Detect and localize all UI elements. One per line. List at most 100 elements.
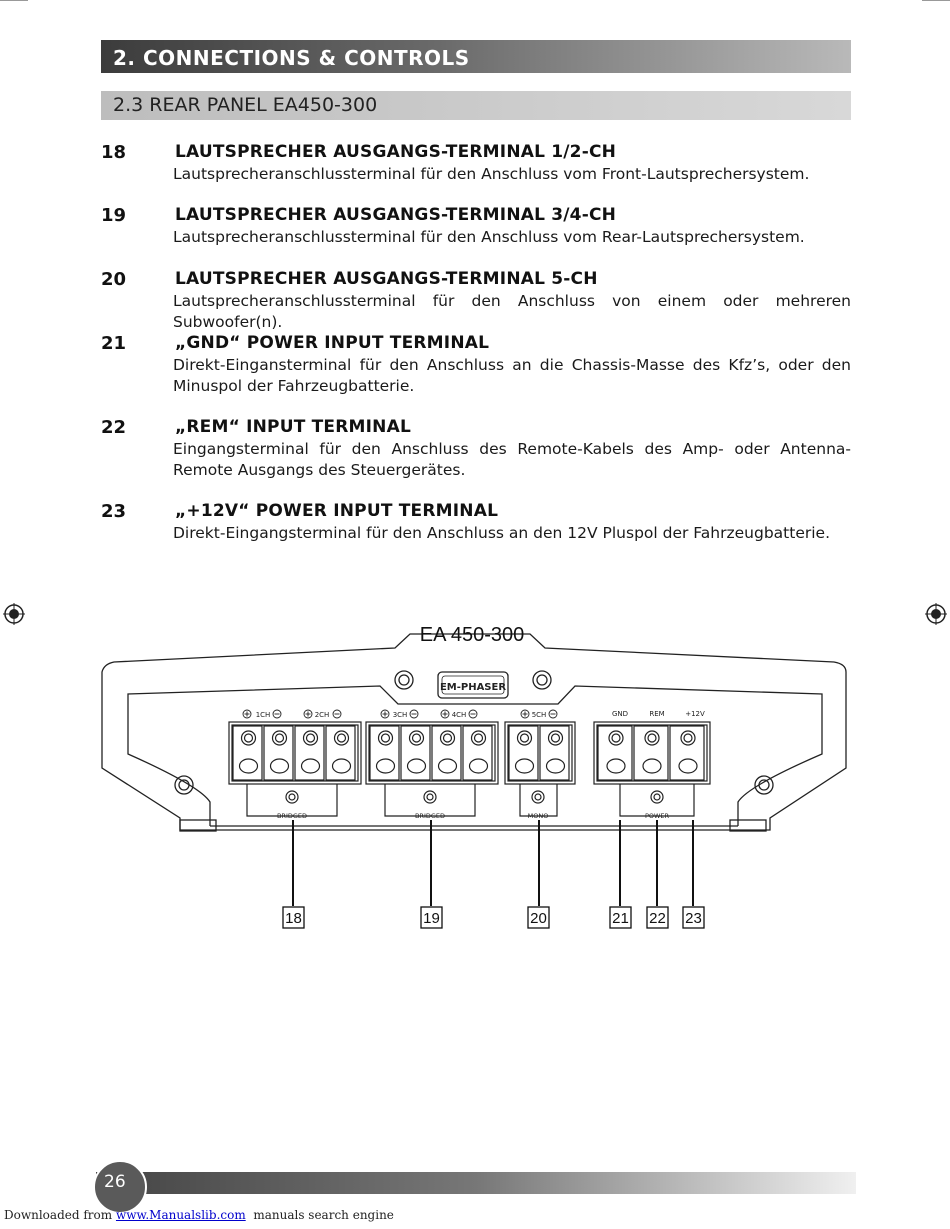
terminal-label-12v: +12V — [685, 710, 705, 718]
bridge-screw-icon — [285, 790, 299, 804]
terminal-screw-icon — [680, 730, 696, 746]
callout-22: 22 — [649, 910, 666, 927]
terminal-screw-icon — [271, 730, 288, 746]
terminal-screw-icon — [608, 730, 624, 746]
minus-icon — [272, 709, 282, 719]
entry-description: Direkt-Eingangsterminal für den Anschlus… — [173, 524, 830, 542]
terminal-slot — [669, 725, 705, 781]
terminal-label-2ch: 2CH — [315, 711, 330, 719]
logo-text: EM-PHASER — [440, 682, 506, 693]
terminal-screw-icon — [333, 730, 350, 746]
terminal-slot — [539, 725, 570, 781]
entry-heading: „GND“ POWER INPUT TERMINAL — [175, 333, 490, 353]
terminal-hole — [406, 758, 427, 774]
terminal-hole — [437, 758, 458, 774]
entry-description: Direkt-Einganster­minal für den Anschlus… — [173, 356, 851, 395]
terminal-block-5ch — [504, 721, 576, 785]
power-bracket — [619, 784, 695, 817]
plus-icon — [440, 709, 450, 719]
terminal-slot — [431, 725, 462, 781]
bridge-screw-icon — [531, 790, 545, 804]
terminal-screw-icon — [408, 730, 425, 746]
terminal-block-1-2ch — [228, 721, 362, 785]
terminal-hole — [238, 758, 259, 774]
terminal-screw-icon — [302, 730, 319, 746]
terminal-slot — [400, 725, 431, 781]
download-note: Downloaded from www.Manualslib.com manua… — [4, 1208, 394, 1222]
entry-heading: „+12V“ POWER INPUT TERMINAL — [175, 501, 499, 521]
entry-heading: LAUTSPRECHER AUSGANGS-TERMINAL 3/4-CH — [175, 205, 617, 225]
chassis-inner — [127, 685, 823, 826]
entry-description: Lautsprecheranschlussterminal für den An… — [173, 165, 810, 183]
page-number-badge — [93, 1160, 147, 1214]
minus-icon — [468, 709, 478, 719]
entry-number: 23 — [101, 501, 127, 522]
callout-20: 20 — [530, 910, 547, 927]
terminal-slot — [508, 725, 539, 781]
terminal-slot — [325, 725, 356, 781]
group-label-bridged: BRIDGED — [277, 812, 307, 820]
terminal-label-1ch: 1CH — [256, 711, 271, 719]
download-suffix: manuals search engine — [253, 1208, 394, 1222]
manualslib-link[interactable]: www.Manualslib.com — [115, 1208, 246, 1222]
callout-23: 23 — [685, 910, 702, 927]
entry-heading: LAUTSPRECHER AUSGANGS-TERMINAL 1/2-CH — [175, 142, 617, 162]
terminal-hole — [375, 758, 396, 774]
terminal-label-rem: REM — [649, 710, 664, 718]
terminal-hole — [468, 758, 489, 774]
registration-mark-icon — [925, 603, 947, 625]
bridge-screw-icon — [650, 790, 664, 804]
terminal-slot — [232, 725, 263, 781]
group-label-bridged: BRIDGED — [415, 812, 445, 820]
terminal-slot — [462, 725, 493, 781]
group-label-mono: MONO — [528, 812, 549, 820]
callout-19: 19 — [423, 910, 440, 927]
page-number: 26 — [104, 1172, 126, 1192]
terminal-hole — [300, 758, 321, 774]
terminal-screw-icon — [547, 730, 564, 746]
callout-18: 18 — [285, 910, 302, 927]
entry-number: 21 — [101, 333, 127, 354]
plus-icon — [520, 709, 530, 719]
entry-description: Eingangsterminal für den Anschluss des R… — [173, 440, 851, 479]
plus-icon — [303, 709, 313, 719]
subsection-title: 2.3 REAR PANEL EA450-300 — [101, 91, 851, 120]
terminal-label-5ch: 5CH — [532, 711, 547, 719]
entry-heading: LAUTSPRECHER AUSGANGS-TERMINAL 5-CH — [175, 269, 598, 289]
terminal-screw-icon — [516, 730, 533, 746]
minus-icon — [409, 709, 419, 719]
terminal-slot — [263, 725, 294, 781]
entry-description: Lautsprecheranschlussterminal für den An… — [173, 228, 805, 246]
terminal-screw-icon — [644, 730, 660, 746]
entry-number: 20 — [101, 269, 127, 290]
plus-icon — [242, 709, 252, 719]
entry-number: 18 — [101, 142, 127, 163]
terminal-hole — [606, 758, 626, 774]
terminal-hole — [514, 758, 535, 774]
terminal-screw-icon — [470, 730, 487, 746]
bridged-bracket — [246, 784, 338, 817]
bridged-bracket — [384, 784, 476, 817]
mono-bracket — [519, 784, 558, 817]
entry-number: 19 — [101, 205, 127, 226]
callout-21: 21 — [612, 910, 629, 927]
footer-bar — [96, 1172, 856, 1194]
terminal-block-3-4ch — [365, 721, 499, 785]
chassis-outline — [101, 633, 847, 831]
terminal-slot — [633, 725, 669, 781]
terminal-hole — [678, 758, 698, 774]
section-title: 2. CONNECTIONS & CONTROLS — [101, 40, 851, 73]
registration-mark-icon — [3, 603, 25, 625]
bridge-screw-icon — [423, 790, 437, 804]
entry-description: Lautsprecheranschlussterminal für den An… — [173, 292, 851, 331]
crop-mark — [0, 0, 28, 1]
crop-mark — [922, 0, 950, 1]
terminal-hole — [642, 758, 662, 774]
terminal-label-4ch: 4CH — [452, 711, 467, 719]
terminal-screw-icon — [377, 730, 394, 746]
terminal-slot — [294, 725, 325, 781]
terminal-label-3ch: 3CH — [393, 711, 408, 719]
entry-heading: „REM“ INPUT TERMINAL — [175, 417, 411, 437]
model-title: EA 450-300 — [420, 624, 525, 646]
terminal-screw-icon — [439, 730, 456, 746]
